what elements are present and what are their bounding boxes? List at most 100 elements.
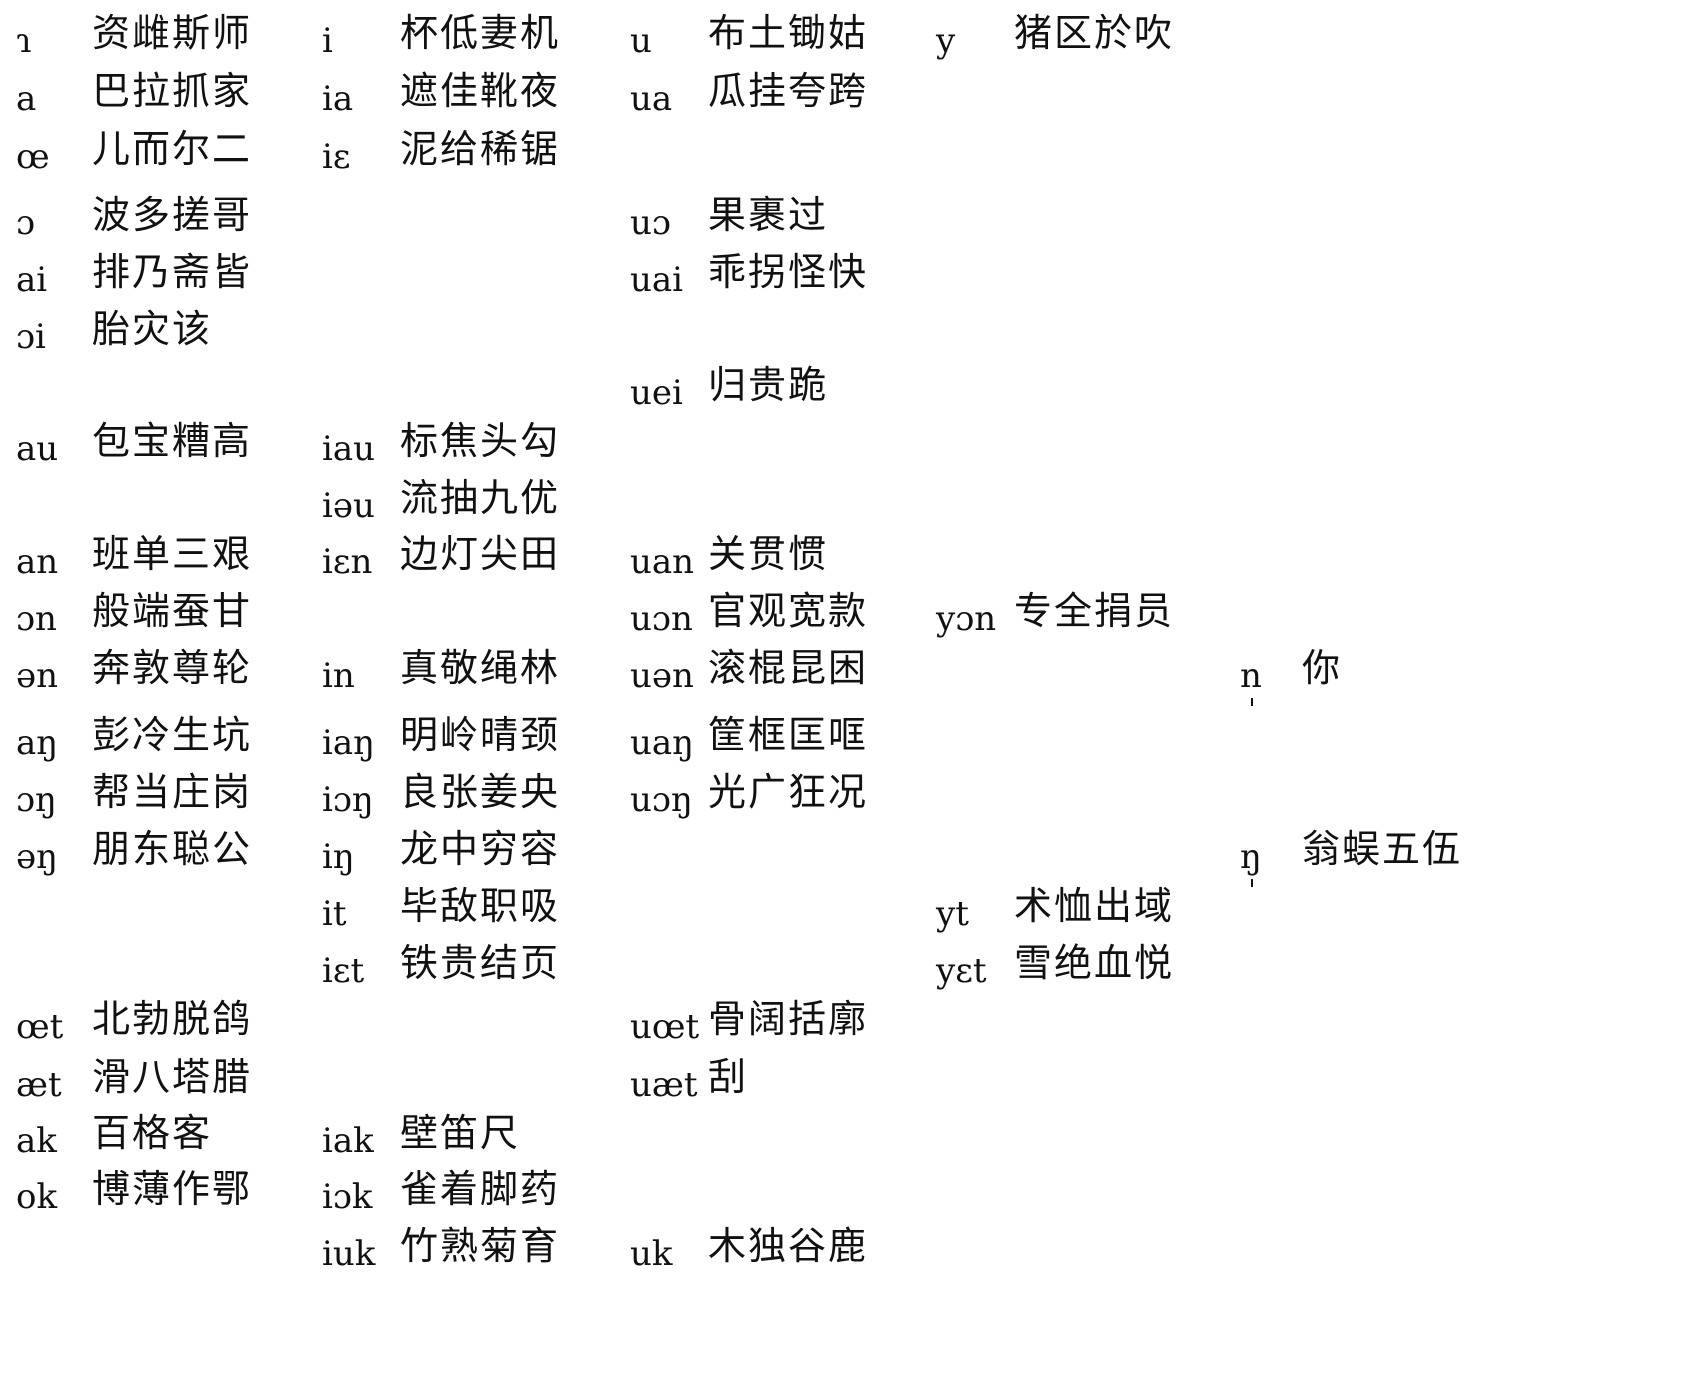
example-characters: 专全捐员	[1014, 589, 1175, 633]
example-characters: 滚棍昆困	[708, 646, 869, 690]
ipa-final: iaŋ	[322, 723, 376, 763]
ipa-final: ɔn	[16, 599, 57, 639]
example-characters: 般端蚕甘	[92, 589, 253, 633]
example-characters: 帮当庄岗	[92, 770, 253, 814]
ipa-final: i	[322, 21, 333, 61]
ipa-final: œt	[16, 1007, 64, 1047]
example-characters: 包宝糟高	[92, 419, 253, 463]
example-characters: 关贯惯	[708, 532, 829, 576]
ipa-final: uən	[630, 656, 694, 696]
example-characters: 官观宽款	[708, 589, 869, 633]
ipa-final: iau	[322, 429, 376, 469]
ipa-final: æt	[16, 1065, 62, 1105]
ipa-final: uæt	[630, 1065, 698, 1105]
ipa-final: iɛ	[322, 137, 351, 177]
example-characters: 彭冷生坑	[92, 713, 253, 757]
example-characters: 乖拐怪快	[708, 250, 869, 294]
example-characters: 博薄作鄂	[92, 1167, 253, 1211]
ipa-final: uɔn	[630, 599, 693, 639]
example-characters: 百格客	[92, 1111, 213, 1155]
ipa-final: uaŋ	[630, 723, 695, 763]
ipa-final: ia	[322, 79, 354, 119]
ipa-final: uei	[630, 373, 683, 413]
ipa-final: iɔk	[322, 1177, 373, 1217]
example-characters: 雪绝血悦	[1014, 941, 1175, 985]
ipa-final: əŋ	[16, 837, 59, 877]
ipa-final: ai	[16, 260, 48, 300]
example-characters: 奔敦尊轮	[92, 646, 253, 690]
example-characters: 标焦头勾	[400, 419, 561, 463]
ipa-final: ɿ	[16, 21, 32, 61]
example-characters: 木独谷鹿	[708, 1224, 869, 1268]
example-characters: 流抽九优	[400, 476, 561, 520]
ipa-final: ɔi	[16, 317, 46, 357]
example-characters: 排乃斋皆	[92, 250, 253, 294]
example-characters: 果裹过	[708, 193, 829, 237]
example-characters: 杯低妻机	[400, 11, 561, 55]
example-characters: 筐框匡哐	[708, 713, 869, 757]
ipa-final: iak	[322, 1121, 374, 1161]
example-characters: 布土锄姑	[708, 11, 869, 55]
example-characters: 北勃脱鸽	[92, 997, 253, 1041]
example-characters: 光广狂况	[708, 770, 869, 814]
ipa-final: a	[16, 79, 37, 119]
example-characters: 真敬绳林	[400, 646, 561, 690]
ipa-final: iɔŋ	[322, 780, 374, 820]
ipa-final: yɛt	[936, 951, 987, 991]
example-characters: 骨阔括廓	[708, 997, 869, 1041]
example-characters: 资雌斯师	[92, 11, 253, 55]
ipa-final: uœt	[630, 1007, 700, 1047]
table-row: ɔn 般端蚕甘 uɔn 官观宽款 yɔn 专全捐员	[0, 586, 1700, 648]
syllabic-mark	[1251, 879, 1253, 887]
ipa-final: iuk	[322, 1234, 376, 1274]
ipa-final: au	[16, 429, 59, 469]
ipa-final: ɔ	[16, 203, 36, 243]
example-characters: 龙中穷容	[400, 827, 561, 871]
ipa-final: aŋ	[16, 723, 59, 763]
example-characters: 滑八塔腊	[92, 1055, 253, 1099]
example-characters: 猪区於吹	[1014, 11, 1175, 55]
example-characters: 你	[1302, 646, 1343, 690]
ipa-final: n	[1240, 656, 1262, 696]
example-characters: 刮	[708, 1055, 749, 1099]
ipa-final: ɔŋ	[16, 780, 57, 820]
ipa-final: yt	[936, 894, 969, 934]
table-row: iɛt 铁贵结页 yɛt 雪绝血悦	[0, 938, 1700, 1000]
ipa-final: iɛt	[322, 951, 365, 991]
example-characters: 良张姜央	[400, 770, 561, 814]
ipa-final: uɔ	[630, 203, 671, 243]
table-row: au 包宝糟高 iau 标焦头勾	[0, 416, 1700, 478]
ipa-final: ak	[16, 1121, 57, 1161]
ipa-final: y	[936, 21, 956, 61]
example-characters: 雀着脚药	[400, 1167, 561, 1211]
ipa-final: ŋ	[1240, 837, 1262, 877]
ipa-final: iŋ	[322, 837, 355, 877]
ipa-final: iəu	[322, 486, 375, 526]
ipa-final: yɔn	[936, 599, 997, 639]
example-characters: 巴拉抓家	[92, 69, 253, 113]
example-characters: 明岭晴颈	[400, 713, 561, 757]
ipa-final: œ	[16, 137, 50, 177]
example-characters: 儿而尔二	[92, 127, 253, 171]
ipa-final: an	[16, 542, 59, 582]
ipa-final: ua	[630, 79, 673, 119]
example-characters: 术恤出域	[1014, 884, 1175, 928]
ipa-final: uai	[630, 260, 684, 300]
ipa-final: iɛn	[322, 542, 373, 582]
example-characters: 翁蜈五伍	[1302, 827, 1463, 871]
example-characters: 铁贵结页	[400, 941, 561, 985]
